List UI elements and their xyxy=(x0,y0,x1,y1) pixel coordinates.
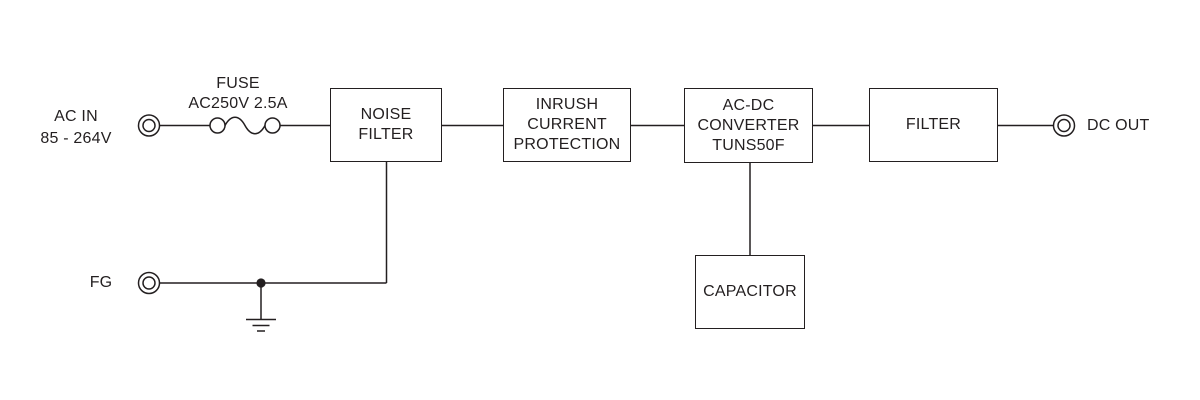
fuse-label-line2: AC250V 2.5A xyxy=(188,94,288,112)
block-capacitor: CAPACITOR xyxy=(695,255,805,329)
block-inrush-current-protection: INRUSH CURRENT PROTECTION xyxy=(503,88,631,162)
fuse-label: FUSE AC250V 2.5A xyxy=(177,74,299,113)
fg-label: FG xyxy=(89,274,113,291)
ac-in-label: AC IN 85 - 264V xyxy=(6,106,146,149)
dc-out-terminal-icon xyxy=(1052,114,1076,137)
ac-in-terminal-icon xyxy=(137,114,161,137)
ac-in-label-line1: AC IN xyxy=(54,108,98,125)
block-noise-filter: NOISE FILTER xyxy=(330,88,442,162)
dc-out-label: DC OUT xyxy=(1087,117,1150,134)
fuse-icon xyxy=(209,116,281,135)
ground-icon xyxy=(246,283,276,332)
block-ac-dc-converter: AC-DC CONVERTER TUNS50F xyxy=(684,88,813,163)
ac-in-label-line2: 85 - 264V xyxy=(40,129,112,147)
block-filter: FILTER xyxy=(869,88,998,162)
fg-terminal-icon xyxy=(137,271,161,295)
fuse-label-line1: FUSE xyxy=(216,75,260,92)
